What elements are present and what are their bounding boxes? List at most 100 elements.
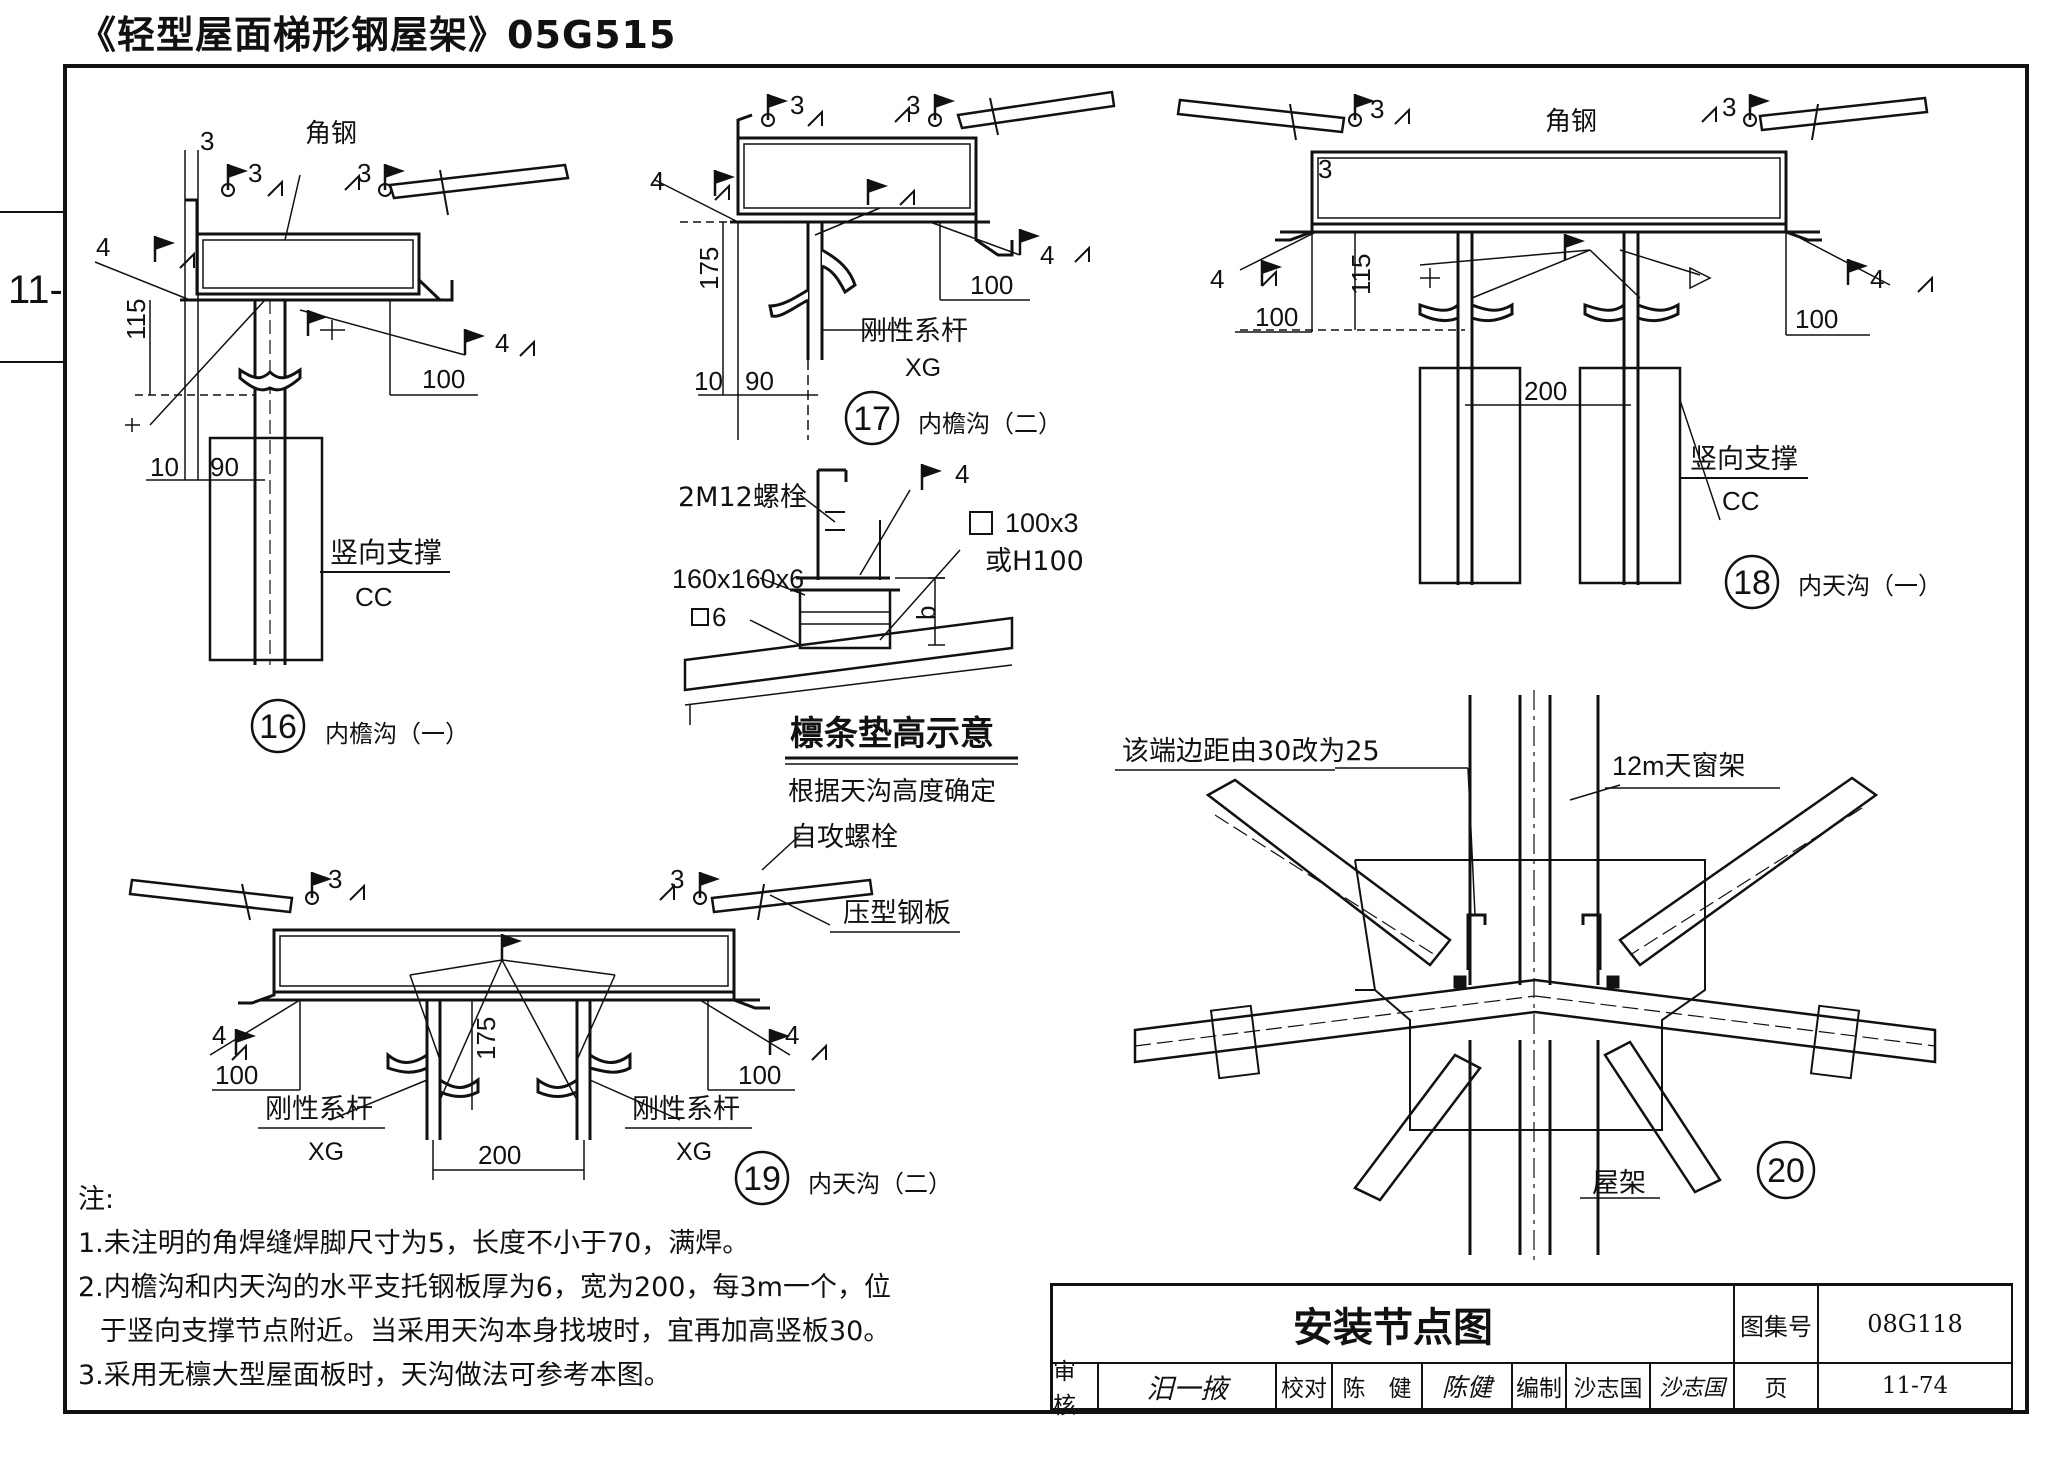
detail-20 [1133, 690, 1937, 1260]
d19-dim-175: 175 [471, 1017, 501, 1060]
title-block-title: 安装节点图 [1053, 1286, 1735, 1364]
d18-weld-3b: 3 [1722, 92, 1736, 122]
note-line-1: 1.未注明的角焊缝焊脚尺寸为5，长度不小于70，满焊。 [78, 1228, 750, 1259]
d16-dim-100: 100 [422, 364, 465, 394]
d19-rigid-right-code: XG [676, 1138, 712, 1166]
d16-dim-90: 90 [210, 452, 239, 482]
d19-rigid-left-label: 刚性系杆 [265, 1094, 373, 1125]
drawing-set-title: 《轻型屋面梯形钢屋架》05G515 [78, 13, 677, 57]
purlin-dim-b: b [911, 606, 941, 620]
d17-dim-175: 175 [694, 247, 724, 290]
d18-number-circle [1724, 554, 1780, 610]
d18-weld-4b: 4 [1870, 264, 1884, 294]
page-number: 11-74 [1819, 1364, 2013, 1410]
check-name: 陈 健 [1333, 1364, 1423, 1410]
d17-weld-3b: 3 [906, 90, 920, 120]
d19-weld-3b: 3 [670, 864, 684, 894]
note-line-2: 2.内檐沟和内天沟的水平支托钢板厚为6，宽为200，每3m一个，位 [78, 1272, 891, 1303]
d19-weld-3a: 3 [328, 864, 342, 894]
draw-label: 编制 [1513, 1364, 1567, 1410]
d20-frame-label: 12m天窗架 [1612, 751, 1746, 781]
d19-screw-label: 自攻螺栓 [790, 822, 898, 853]
purlin-tube-label: 100x3 [1005, 508, 1079, 538]
d19-number-circle [734, 1150, 790, 1206]
d16-number-circle [250, 698, 306, 754]
d19-weld-4b: 4 [785, 1020, 799, 1050]
d17-number-circle [844, 390, 900, 446]
d18-caption: 内天沟（一） [1798, 572, 1942, 600]
d16-number: 16 [259, 708, 297, 746]
d17-rigid-code: XG [905, 354, 941, 382]
d16-brace-label: 竖向支撑 [330, 536, 442, 569]
draw-name: 沙志国 [1567, 1364, 1651, 1410]
d16-dim-115: 115 [121, 299, 151, 340]
detail-19 [128, 834, 874, 1180]
d18-dim-100b: 100 [1795, 304, 1838, 334]
d17-number: 17 [853, 400, 891, 438]
d19-dim-100b: 100 [738, 1060, 781, 1090]
d20-truss-label: 屋架 [1592, 1168, 1646, 1199]
detail-18 [1176, 96, 1929, 585]
d16-weld-3c: 3 [357, 158, 371, 188]
d16-weld-4a: 4 [96, 232, 110, 262]
d19-number: 19 [743, 1160, 781, 1198]
d18-brace-label: 竖向支撑 [1690, 444, 1798, 475]
d17-weld-4a: 4 [650, 166, 664, 196]
d16-brace-code: CC [355, 582, 393, 612]
d16-dim-10: 10 [150, 452, 179, 482]
purlin-raise-detail [683, 468, 1014, 725]
purlin-alt-label: 或H100 [985, 546, 1084, 577]
purlin-weld-4: 4 [955, 459, 969, 489]
d18-brace-code: CC [1722, 486, 1760, 516]
d17-dim-90: 90 [745, 366, 774, 396]
d20-note: 该端边距由30改为25 [1122, 736, 1380, 767]
d19-rigid-left-code: XG [308, 1138, 344, 1166]
d17-weld-4b: 4 [1040, 240, 1054, 270]
d20-number: 20 [1767, 1152, 1805, 1190]
d16-angle-label: 角钢 [305, 119, 357, 149]
d18-weld-3a: 3 [1370, 94, 1384, 124]
note-line-3: 于竖向支撑节点附近。当采用天沟本身找坡时，宜再加高竖板30。 [100, 1316, 891, 1347]
atlas-number: 08G118 [1819, 1286, 2013, 1364]
d16-caption: 内檐沟（一） [325, 720, 469, 748]
d18-number: 18 [1733, 564, 1771, 602]
d17-dim-10: 10 [694, 366, 723, 396]
d19-dim-200: 200 [478, 1140, 521, 1170]
sheet-border [63, 64, 2029, 1414]
page-label: 页 [1735, 1364, 1819, 1410]
d20-number-circle [1756, 1140, 1816, 1200]
atlas-label: 图集号 [1735, 1286, 1819, 1364]
d19-weld-4a: 4 [212, 1020, 226, 1050]
purlin-bolt-label: 2M12螺栓 [678, 482, 807, 513]
page-side-label: 11- [8, 268, 63, 312]
detail-17 [654, 90, 1116, 440]
d18-dim-115: 115 [1346, 254, 1376, 295]
d19-caption: 内天沟（二） [808, 1170, 952, 1198]
review-signature: 汨一掖 [1099, 1364, 1277, 1410]
d18-weld-3c: 3 [1318, 154, 1332, 184]
d18-dim-100a: 100 [1255, 302, 1298, 332]
d16-weld-3a: 3 [200, 126, 214, 156]
d17-weld-3a: 3 [790, 90, 804, 120]
d19-dim-100a: 100 [215, 1060, 258, 1090]
d18-dim-200: 200 [1524, 376, 1567, 406]
title-block: 安装节点图 图集号 08G118 审核 汨一掖 校对 陈 健 陈健 编制 沙志国… [1050, 1283, 2013, 1419]
detail-16 [94, 150, 570, 665]
notes-block: 注: 1.未注明的角焊缝焊脚尺寸为5，长度不小于70，满焊。 2.内檐沟和内天沟… [78, 1178, 891, 1398]
purlin-subtitle: 根据天沟高度确定 [788, 777, 996, 807]
d16-weld-4b: 4 [495, 328, 509, 358]
check-signature: 陈健 [1423, 1364, 1513, 1410]
d18-weld-4a: 4 [1210, 264, 1224, 294]
note-line-4: 3.采用无檩大型屋面板时，天沟做法可参考本图。 [78, 1360, 671, 1391]
purlin-rib-label: 6 [712, 602, 726, 632]
purlin-plate-label: 160x160x6 [672, 564, 804, 594]
d17-dim-100: 100 [970, 270, 1013, 300]
d17-rigid-label: 刚性系杆 [860, 316, 968, 347]
d19-sheet-label: 压型钢板 [843, 898, 951, 929]
d19-rigid-right-label: 刚性系杆 [632, 1094, 740, 1125]
draw-signature: 沙志国 [1651, 1364, 1735, 1410]
d16-weld-3b: 3 [248, 158, 262, 188]
d17-caption: 内檐沟（二） [918, 410, 1062, 438]
purlin-title: 檩条垫高示意 [790, 714, 994, 754]
